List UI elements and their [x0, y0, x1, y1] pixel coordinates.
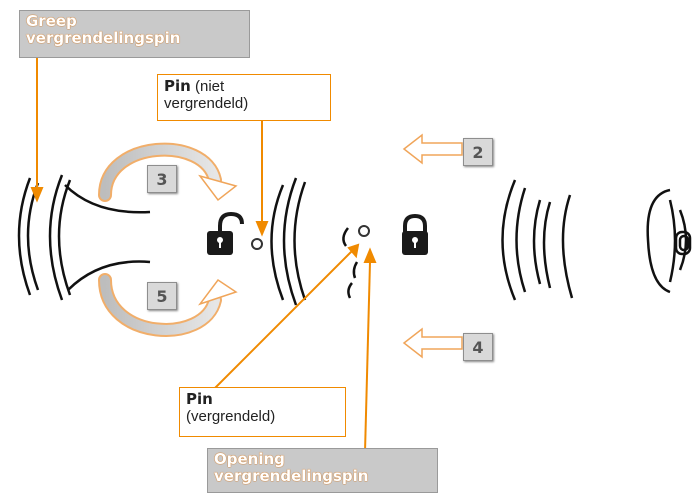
- end-cap-part: [646, 188, 692, 294]
- locked-padlock-icon: [402, 213, 428, 255]
- step-2-badge: 2: [463, 138, 493, 166]
- opening-line2: vergrendelingspin: [214, 467, 369, 485]
- leader-lines: [30, 58, 377, 453]
- step-3-badge: 3: [147, 165, 177, 193]
- pin-locked-rest: (vergrendeld): [186, 408, 276, 425]
- lock-ring-part: [270, 177, 359, 306]
- pin-unlocked-rest1: (niet: [195, 78, 225, 95]
- valve-part: [501, 179, 574, 301]
- unlocked-padlock-icon: [207, 211, 244, 255]
- pin-unlocked-rest2: vergrendeld): [164, 95, 249, 112]
- pin-unlocked-label: Pin (niet vergrendeld): [157, 74, 331, 121]
- opening-label: Opening vergrendelingspin: [207, 448, 438, 493]
- step-4-badge: 4: [463, 333, 493, 361]
- grip-pin-label: Greep vergrendelingspin: [19, 10, 250, 58]
- curved-arrow-icon: [98, 142, 238, 202]
- grip-pin-line2: vergrendelingspin: [26, 29, 181, 47]
- step-5-badge: 5: [147, 282, 177, 310]
- hollow-arrow-icon: [402, 133, 463, 165]
- grip-pin-line1: Greep: [26, 12, 77, 30]
- pin-locked: [358, 225, 370, 237]
- pin-unlocked-bold: Pin: [164, 77, 191, 95]
- pin-locked-label: Pin (vergrendeld): [179, 387, 346, 437]
- opening-line1: Opening: [214, 450, 285, 468]
- pin-locked-bold: Pin: [186, 390, 213, 408]
- hollow-arrow-icon: [402, 327, 463, 359]
- curved-arrow-icon: [98, 273, 238, 337]
- pin-unlocked: [251, 238, 263, 250]
